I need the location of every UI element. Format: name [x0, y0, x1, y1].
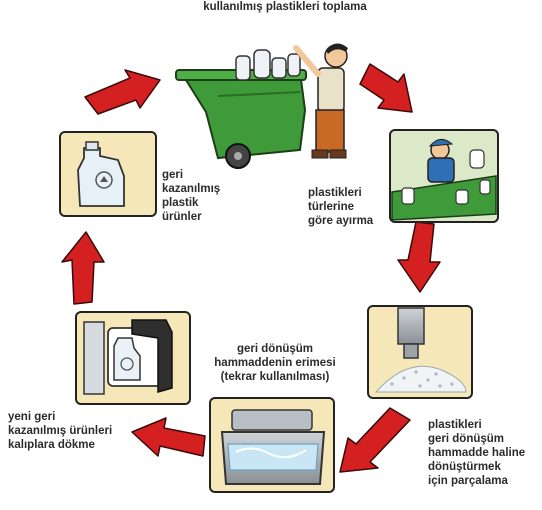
melting-tank-icon: [209, 397, 335, 493]
arrow-icon: [397, 221, 441, 293]
step-label-mold: yeni geri kazanılmış ürünleri kalıplara …: [8, 411, 113, 451]
plastic-jug-icon: [59, 131, 157, 217]
step-label-collect: kullanılmış plastikleri toplama: [203, 1, 367, 13]
step-label-melt: geri dönüşüm hammaddenin erimesi (tekrar…: [214, 343, 336, 383]
sorting-worker-icon: [389, 129, 499, 223]
step-label-sort: plastikleri türlerine göre ayırma: [308, 187, 374, 227]
mold-machine-icon: [75, 311, 191, 405]
step-label-product: geri kazanılmış plastik ürünler: [162, 169, 221, 223]
recycling-bin-icon: [175, 43, 348, 169]
step-label-shred: plastikleri geri dönüşüm hammadde haline…: [428, 419, 526, 487]
arrow-icon: [339, 407, 411, 473]
arrow-icon: [61, 231, 105, 305]
arrow-icon: [359, 63, 413, 113]
shredder-icon: [367, 305, 473, 399]
arrow-icon: [131, 417, 206, 457]
arrow-icon: [84, 69, 161, 115]
